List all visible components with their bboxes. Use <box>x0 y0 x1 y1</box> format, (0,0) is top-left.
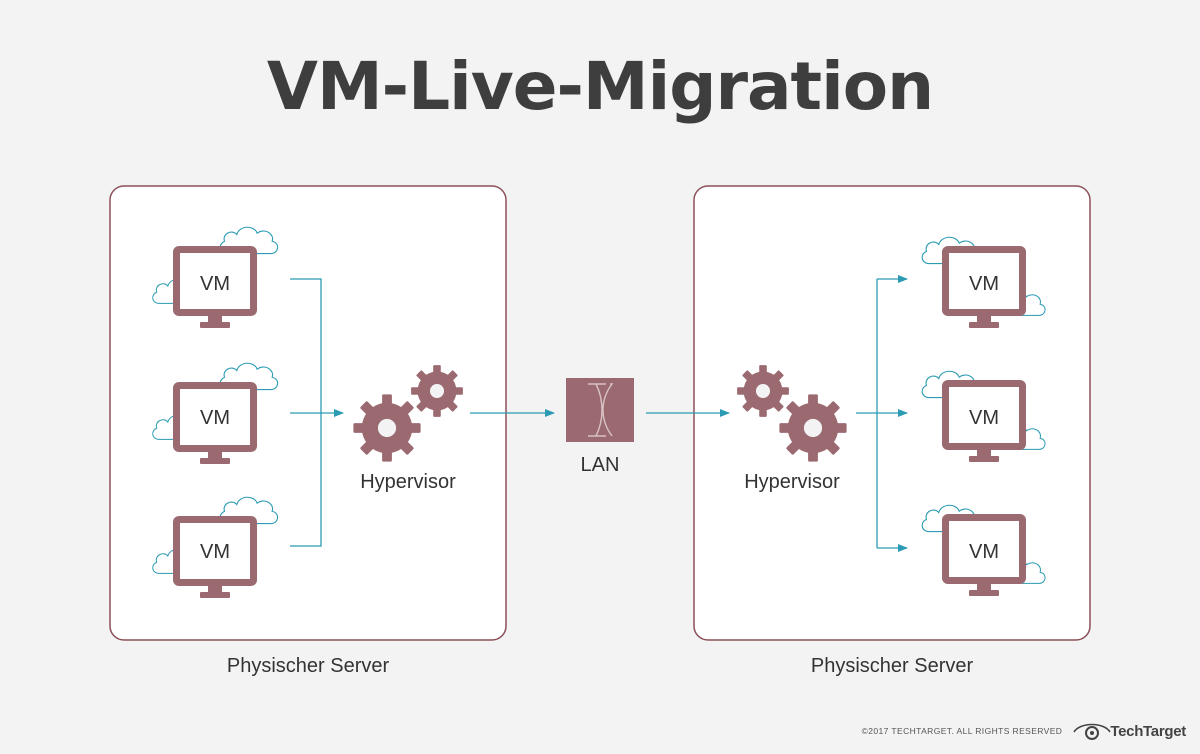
brand-logo: TechTarget <box>1072 720 1186 742</box>
right-hypervisor-label: Hypervisor <box>744 471 840 493</box>
right-vm-1: VM <box>921 236 1046 328</box>
right-server-label: Physischer Server <box>811 655 974 677</box>
left-vm-2-label: VM <box>200 407 230 429</box>
footer: ©2017 TECHTARGET. ALL RIGHTS RESERVED Te… <box>862 720 1186 742</box>
right-vm-2-label: VM <box>969 407 999 429</box>
right-vm-2: VM <box>921 370 1046 462</box>
left-vm-1: VM <box>152 226 279 328</box>
left-vm-3: VM <box>152 496 279 598</box>
lan-label: LAN <box>581 454 620 476</box>
copyright-text: ©2017 TECHTARGET. ALL RIGHTS RESERVED <box>861 726 1063 736</box>
right-vm-1-label: VM <box>969 273 999 295</box>
left-vm-3-label: VM <box>200 541 230 563</box>
right-vm-3-label: VM <box>969 541 999 563</box>
network-switch-icon <box>566 378 634 442</box>
left-connectors <box>290 278 344 547</box>
diagram-title: VM-Live-Migration <box>266 48 934 125</box>
right-connectors <box>856 275 908 552</box>
left-vm-2: VM <box>152 362 279 464</box>
left-vm-1-label: VM <box>200 273 230 295</box>
left-server-label: Physischer Server <box>227 655 390 677</box>
eye-logo-icon <box>1073 723 1112 740</box>
brand-name: TechTarget <box>1110 722 1186 740</box>
left-hypervisor-label: Hypervisor <box>360 471 456 493</box>
right-vm-3: VM <box>921 504 1046 596</box>
